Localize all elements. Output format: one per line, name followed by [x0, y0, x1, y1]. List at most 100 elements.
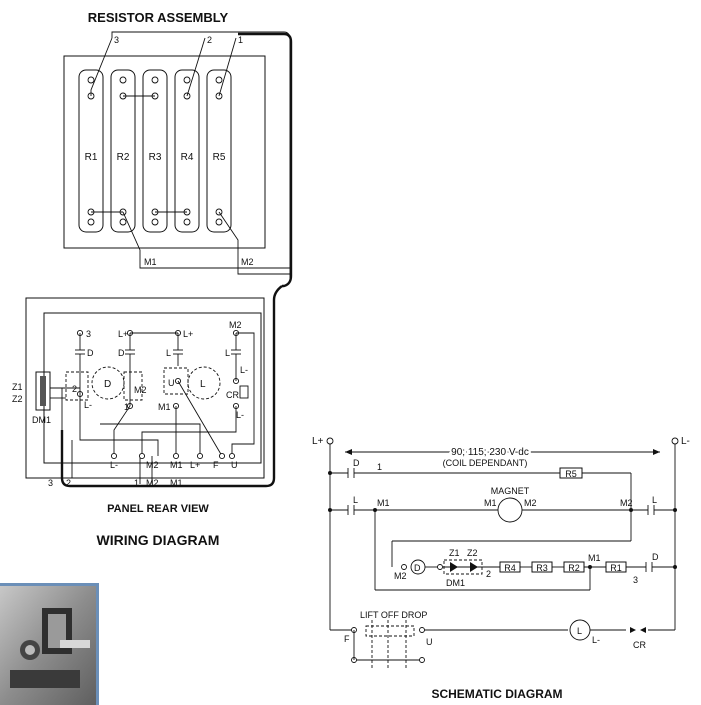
supply-plus-label: L+: [312, 436, 324, 447]
ra-wire-m1: M1: [144, 257, 157, 267]
panel-coil-d-label: D: [104, 379, 111, 390]
resistor-bank: R1 R2 R3 R4 R5: [78, 69, 232, 233]
panel-z1: Z1: [12, 382, 23, 392]
panel-wire-m1: M1: [170, 478, 183, 488]
panel-internal-wiring: [50, 332, 255, 484]
rung3-r3: R3: [536, 563, 548, 573]
panel-bottom-m1: M1: [170, 460, 183, 470]
rung3-contact-d: D: [652, 552, 659, 562]
resistor-r4-label: R4: [181, 152, 194, 163]
equipment-photo: [0, 583, 99, 705]
schematic-rung-3: [374, 510, 677, 591]
resistor-r2-label: R2: [117, 152, 130, 163]
panel-inner-lminus-2: L-: [240, 365, 248, 375]
panel-dashed-box-m2: [123, 371, 143, 401]
panel-dm1: DM1: [32, 415, 51, 425]
panel-term-3: 3: [86, 329, 91, 339]
panel-inner-1: 1: [124, 402, 129, 412]
panel-wire-m2: M2: [146, 478, 159, 488]
rung3-node-m1: M1: [588, 553, 601, 563]
rung2-wire-m2: M2: [620, 498, 633, 508]
rung1-resistor-r5: R5: [565, 469, 577, 479]
rung3-r4: R4: [504, 563, 516, 573]
rung4-lminus-label: L-: [592, 635, 600, 645]
rung2-contact-l-left: L: [353, 495, 358, 505]
rung2-contact-l-right: L: [652, 495, 657, 505]
resistor-r4: R4: [174, 69, 200, 233]
panel-inner-lminus-1: L-: [84, 400, 92, 410]
resistor-assembly-title: RESISTOR ASSEMBLY: [88, 10, 229, 25]
supply-minus-terminal: [671, 437, 679, 445]
panel-suppressor-body: [40, 376, 46, 406]
rung3-z1: Z1: [449, 548, 460, 558]
rung3-dm1: DM1: [446, 578, 465, 588]
rung3-coil-d: D: [414, 563, 421, 573]
panel-dashed-box-mid: [163, 367, 189, 395]
panel-contacts: [75, 349, 241, 372]
voltage-label: 90; 115; 230 V-dc: [451, 447, 529, 458]
magnet-label: MAGNET: [491, 486, 530, 496]
resistor-r1: R1: [78, 69, 104, 233]
rung4-cr-label: CR: [633, 640, 646, 650]
schematic-rung-1: [328, 467, 633, 512]
resistor-assembly-frame: [63, 55, 266, 249]
ra-terminal-3: 3: [114, 35, 119, 45]
resistor-r1-label: R1: [85, 152, 98, 163]
motor-m2-label: M2: [524, 498, 537, 508]
rung3-r1: R1: [610, 563, 622, 573]
rung4-coil-l: L: [577, 626, 582, 636]
lift-off-drop-label: LIFT OFF DROP: [360, 610, 427, 620]
panel-wire-1: 1: [134, 478, 139, 488]
panel-contact-l1: L: [166, 348, 171, 358]
panel-inner-lminus-3: L-: [236, 410, 244, 420]
panel-bottom-lminus: L-: [110, 460, 118, 470]
ra-wire-m2: M2: [241, 257, 254, 267]
panel-term-lplus-1: L+: [118, 329, 128, 339]
supply-minus-label: L-: [681, 436, 690, 447]
panel-rear-view-title: PANEL REAR VIEW: [107, 503, 209, 515]
schematic-rung-2: [328, 497, 677, 523]
panel-bottom-terminals: [110, 452, 236, 460]
rung3-z2: Z2: [467, 548, 478, 558]
rung2-wire-m1: M1: [377, 498, 390, 508]
resistor-r2: R2: [110, 69, 136, 233]
ra-terminal-2: 2: [207, 35, 212, 45]
panel-top-terminals: [76, 329, 240, 350]
rung3-wire-3: 3: [633, 575, 638, 585]
coil-note-label: (COIL DEPENDANT): [443, 458, 528, 468]
panel-cable: [60, 285, 283, 488]
rung3-wire-2: 2: [486, 569, 491, 579]
panel-outer-frame: [25, 297, 265, 479]
rung1-contact-d: D: [353, 458, 360, 468]
resistor-r3-label: R3: [149, 152, 162, 163]
rung1-wire-1: 1: [377, 462, 382, 472]
wiring-diagram-title: WIRING DIAGRAM: [97, 532, 220, 548]
panel-inner-m1: M1: [158, 402, 171, 412]
panel-wire-3: 3: [48, 478, 53, 488]
panel-contact-d1: D: [87, 348, 94, 358]
schematic-diagram-title: SCHEMATIC DIAGRAM: [431, 687, 562, 701]
panel-term-lplus-2: L+: [183, 329, 193, 339]
panel-suppressor: [35, 371, 51, 411]
resistor-r3: R3: [142, 69, 168, 233]
motor-m1-label: M1: [484, 498, 497, 508]
ra-terminal-1: 1: [238, 35, 243, 45]
panel-inner-2: 2: [72, 384, 77, 394]
panel-inner-m2: M2: [134, 385, 147, 395]
panel-wire-2: 2: [66, 478, 71, 488]
panel-dashed-box-left: [65, 371, 89, 401]
resistor-r5-label: R5: [213, 152, 226, 163]
rung3-r2: R2: [568, 563, 580, 573]
rung3-node-m2: M2: [394, 571, 407, 581]
panel-bottom-lplus: L+: [190, 460, 200, 470]
cable-bundle: [238, 32, 293, 288]
panel-bottom-f: F: [213, 460, 219, 470]
panel-inner-cr: CR: [226, 390, 239, 400]
supply-plus-terminal: [326, 437, 334, 445]
panel-contact-l2: L: [225, 348, 230, 358]
panel-inner-u: U: [168, 378, 175, 388]
panel-coil-l-label: L: [200, 379, 206, 390]
panel-bottom-m2: M2: [146, 460, 159, 470]
rung4-f-label: F: [344, 634, 350, 644]
